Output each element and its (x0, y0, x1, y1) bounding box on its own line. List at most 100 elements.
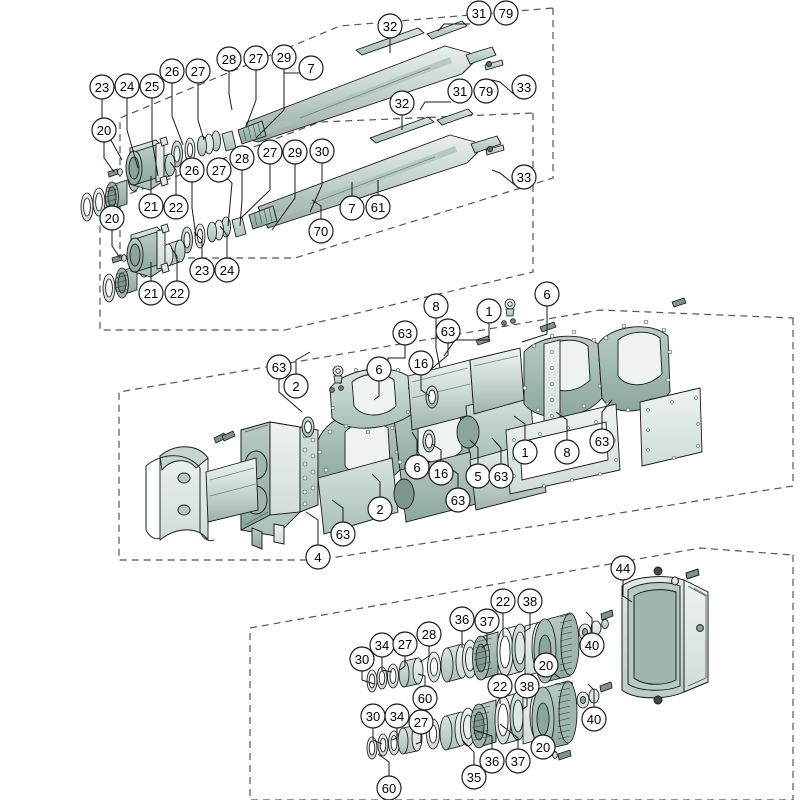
callout-circle[interactable] (229, 145, 255, 171)
callout-32[interactable]: 32 (377, 13, 403, 39)
callout-circle[interactable] (473, 78, 499, 104)
callout-circle[interactable] (216, 46, 242, 72)
callout-79[interactable]: 79 (493, 0, 519, 26)
callout-31[interactable]: 31 (466, 0, 492, 26)
callout-29[interactable]: 29 (282, 139, 308, 165)
callout-circle[interactable] (511, 164, 537, 190)
callout-circle[interactable] (367, 496, 393, 522)
callout-29[interactable]: 29 (271, 44, 297, 70)
callout-circle[interactable] (505, 748, 531, 774)
callout-20[interactable]: 20 (530, 734, 556, 760)
callout-22[interactable]: 22 (490, 588, 516, 614)
callout-circle[interactable] (138, 193, 164, 219)
callout-circle[interactable] (435, 318, 461, 344)
callout-63[interactable]: 63 (589, 428, 615, 454)
callout-28[interactable]: 28 (229, 145, 255, 171)
callout-20[interactable]: 20 (99, 205, 125, 231)
callout-8[interactable]: 8 (554, 439, 580, 465)
callout-circle[interactable] (423, 293, 449, 319)
callout-circle[interactable] (305, 544, 331, 570)
callout-6[interactable]: 6 (534, 281, 560, 307)
callout-circle[interactable] (185, 58, 211, 84)
callout-circle[interactable] (298, 55, 324, 81)
callout-27[interactable]: 27 (392, 631, 418, 657)
callout-22[interactable]: 22 (487, 673, 513, 699)
callout-30[interactable]: 30 (349, 646, 375, 672)
callout-circle[interactable] (189, 257, 215, 283)
callout-circle[interactable] (164, 280, 190, 306)
callout-32[interactable]: 32 (389, 90, 415, 116)
callout-38[interactable]: 38 (514, 673, 540, 699)
callout-circle[interactable] (512, 439, 538, 465)
callout-circle[interactable] (589, 428, 615, 454)
callout-16[interactable]: 16 (408, 350, 434, 376)
callout-40[interactable]: 40 (579, 632, 605, 658)
callout-circle[interactable] (476, 298, 502, 324)
callout-21[interactable]: 21 (138, 280, 164, 306)
callout-60[interactable]: 60 (412, 685, 438, 711)
callout-circle[interactable] (479, 748, 505, 774)
callout-36[interactable]: 36 (479, 748, 505, 774)
callout-63[interactable]: 63 (330, 521, 356, 547)
callout-28[interactable]: 28 (216, 46, 242, 72)
callout-circle[interactable] (365, 194, 391, 220)
callout-circle[interactable] (309, 138, 335, 164)
callout-6[interactable]: 6 (366, 356, 392, 382)
callout-circle[interactable] (159, 58, 185, 84)
callout-circle[interactable] (449, 606, 475, 632)
callout-38[interactable]: 38 (517, 588, 543, 614)
callout-16[interactable]: 16 (428, 460, 454, 486)
callout-7[interactable]: 7 (339, 195, 365, 221)
callout-circle[interactable] (610, 555, 636, 581)
callout-circle[interactable] (257, 139, 283, 165)
callout-circle[interactable] (487, 673, 513, 699)
callout-20[interactable]: 20 (91, 117, 117, 143)
callout-circle[interactable] (206, 157, 232, 183)
callout-6[interactable]: 6 (404, 454, 430, 480)
callout-79[interactable]: 79 (473, 78, 499, 104)
callout-27[interactable]: 27 (408, 709, 434, 735)
callout-63[interactable]: 63 (266, 354, 292, 380)
callout-circle[interactable] (530, 734, 556, 760)
callout-circle[interactable] (339, 195, 365, 221)
callout-23[interactable]: 23 (189, 257, 215, 283)
callout-circle[interactable] (377, 13, 403, 39)
callout-36[interactable]: 36 (449, 606, 475, 632)
callout-20[interactable]: 20 (533, 652, 559, 678)
callout-circle[interactable] (579, 632, 605, 658)
callout-circle[interactable] (416, 621, 442, 647)
callout-circle[interactable] (114, 73, 140, 99)
callout-44[interactable]: 44 (610, 555, 636, 581)
callout-5[interactable]: 5 (465, 463, 491, 489)
callout-circle[interactable] (308, 218, 334, 244)
callout-25[interactable]: 25 (139, 73, 165, 99)
callout-61[interactable]: 61 (365, 194, 391, 220)
callout-circle[interactable] (581, 706, 607, 732)
callout-circle[interactable] (488, 463, 514, 489)
callout-circle[interactable] (534, 281, 560, 307)
callout-circle[interactable] (533, 652, 559, 678)
callout-circle[interactable] (408, 709, 434, 735)
callout-circle[interactable] (376, 775, 402, 800)
callout-circle[interactable] (179, 157, 205, 183)
callout-circle[interactable] (271, 44, 297, 70)
callout-circle[interactable] (163, 194, 189, 220)
callout-1[interactable]: 1 (512, 439, 538, 465)
callout-60[interactable]: 60 (376, 775, 402, 800)
callout-8[interactable]: 8 (423, 293, 449, 319)
callout-26[interactable]: 26 (179, 157, 205, 183)
callout-70[interactable]: 70 (308, 218, 334, 244)
callout-circle[interactable] (139, 73, 165, 99)
callout-27[interactable]: 27 (185, 58, 211, 84)
callout-1[interactable]: 1 (476, 298, 502, 324)
callout-30[interactable]: 30 (309, 138, 335, 164)
callout-circle[interactable] (404, 454, 430, 480)
callout-37[interactable]: 37 (474, 608, 500, 634)
callout-27[interactable]: 27 (243, 45, 269, 71)
callout-2[interactable]: 2 (367, 496, 393, 522)
callout-24[interactable]: 24 (114, 73, 140, 99)
callout-circle[interactable] (514, 673, 540, 699)
callout-circle[interactable] (89, 74, 115, 100)
callout-63[interactable]: 63 (435, 318, 461, 344)
callout-22[interactable]: 22 (164, 280, 190, 306)
